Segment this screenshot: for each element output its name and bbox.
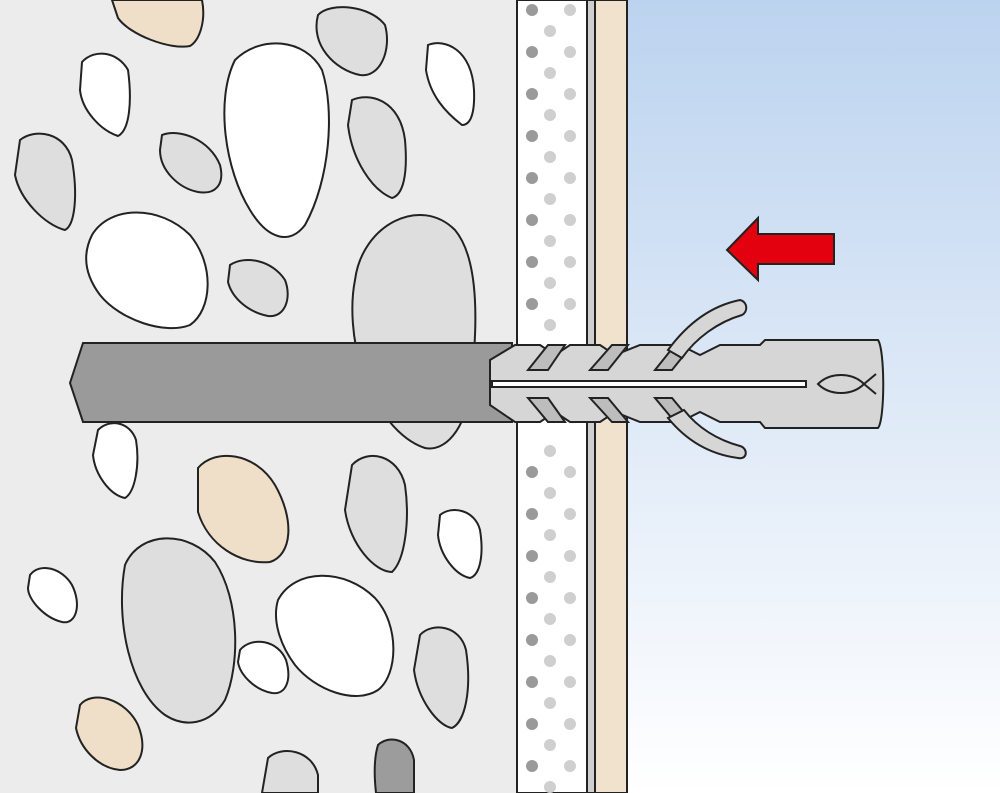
insulation-dot xyxy=(564,298,576,310)
insulation-dot xyxy=(526,214,538,226)
stone xyxy=(260,750,319,793)
insulation-dot xyxy=(564,592,576,604)
insert-direction-arrow-icon xyxy=(725,215,835,283)
insulation-dot xyxy=(526,298,538,310)
insulation-dot xyxy=(564,172,576,184)
stone xyxy=(223,42,330,238)
insulation-dot xyxy=(564,466,576,478)
screw-shank xyxy=(68,342,513,423)
stone xyxy=(158,132,223,194)
insulation-dot xyxy=(526,550,538,562)
insulation-dot xyxy=(544,109,556,121)
anchor-slot xyxy=(491,380,807,388)
insulation-dot xyxy=(526,592,538,604)
insulation-dot xyxy=(526,466,538,478)
insulation-dot xyxy=(564,634,576,646)
insulation-dot xyxy=(526,676,538,688)
insulation-dots xyxy=(526,4,576,793)
stone xyxy=(424,42,476,127)
insulation-dot xyxy=(564,676,576,688)
stone xyxy=(226,259,289,318)
insulation-dot xyxy=(526,634,538,646)
insulation-dot xyxy=(544,193,556,205)
stone xyxy=(436,509,483,580)
stone xyxy=(85,211,209,330)
fish-logo-icon xyxy=(816,373,877,395)
insulation-dot xyxy=(564,760,576,772)
wall-anchor xyxy=(489,298,885,460)
insulation-dot xyxy=(564,130,576,142)
anchor-tooth xyxy=(587,344,631,371)
insulation-dot xyxy=(544,739,556,751)
insulation-dot xyxy=(564,4,576,16)
insulation-dot xyxy=(526,130,538,142)
insulation-dot xyxy=(526,718,538,730)
insulation-dot xyxy=(544,697,556,709)
stone xyxy=(315,6,388,77)
stone xyxy=(412,626,470,730)
insulation-dot xyxy=(544,613,556,625)
stone xyxy=(274,574,395,697)
insulation-dot xyxy=(564,508,576,520)
insulation-dot xyxy=(544,655,556,667)
stone xyxy=(91,422,139,500)
insulation-dot xyxy=(564,88,576,100)
insulation-dot xyxy=(564,718,576,730)
insulation-dot xyxy=(526,172,538,184)
insulation-dot xyxy=(544,319,556,331)
insulation-dot xyxy=(544,487,556,499)
insulation-dot xyxy=(526,508,538,520)
stone xyxy=(373,738,415,793)
anchor-flap-lower xyxy=(666,408,747,460)
insulation-dot xyxy=(526,4,538,16)
anchor-tooth xyxy=(525,397,567,423)
insulation-dot xyxy=(544,25,556,37)
insulation-dot xyxy=(564,46,576,58)
stone xyxy=(74,696,144,772)
stone xyxy=(236,640,290,695)
insulation-dot xyxy=(564,214,576,226)
insulation-dot xyxy=(544,529,556,541)
insulation-dot xyxy=(526,88,538,100)
stone xyxy=(120,537,237,724)
insulation-dot xyxy=(526,46,538,58)
stone xyxy=(197,454,290,564)
stone xyxy=(78,52,131,138)
insulation-dot xyxy=(564,550,576,562)
insulation-dot xyxy=(564,256,576,268)
stone xyxy=(13,132,77,232)
stone xyxy=(343,455,408,574)
insulation-dot xyxy=(544,781,556,793)
insulation-dot xyxy=(544,571,556,583)
insulation-dot xyxy=(544,277,556,289)
insulation-dot xyxy=(544,445,556,457)
insulation-dot xyxy=(526,760,538,772)
anchor-tooth xyxy=(525,344,567,371)
anchor-tooth xyxy=(587,397,631,423)
anchor-flap-upper xyxy=(666,298,748,360)
stone xyxy=(26,566,78,624)
insulation-dot xyxy=(544,235,556,247)
insulation-dot xyxy=(544,67,556,79)
stone xyxy=(346,96,407,200)
insulation-dot xyxy=(526,256,538,268)
stone xyxy=(110,0,205,48)
insulation-dot xyxy=(544,151,556,163)
